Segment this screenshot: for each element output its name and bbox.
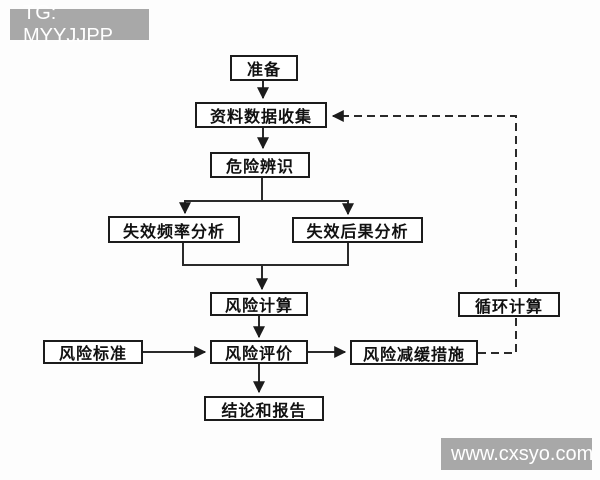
node-risk-evaluation: 风险评价 [210, 340, 308, 364]
node-failure-consequence-analysis: 失效后果分析 [292, 217, 423, 243]
node-risk-mitigation-measures: 风险减缓措施 [350, 340, 478, 365]
watermark-bottom-right: www.cxsyo.com [441, 438, 593, 470]
node-loop-calculation: 循环计算 [458, 292, 560, 317]
watermark-top-left: TG: MYYJJPP [10, 2, 149, 47]
node-conclusion-and-report: 结论和报告 [204, 396, 324, 421]
node-failure-frequency-analysis: 失效频率分析 [108, 216, 240, 243]
node-risk-criteria: 风险标准 [43, 340, 143, 364]
node-data-collection: 资料数据收集 [195, 102, 327, 128]
node-risk-calculation: 风险计算 [210, 292, 308, 316]
node-prepare: 准备 [230, 55, 298, 81]
node-hazard-identification: 危险辨识 [210, 152, 310, 178]
